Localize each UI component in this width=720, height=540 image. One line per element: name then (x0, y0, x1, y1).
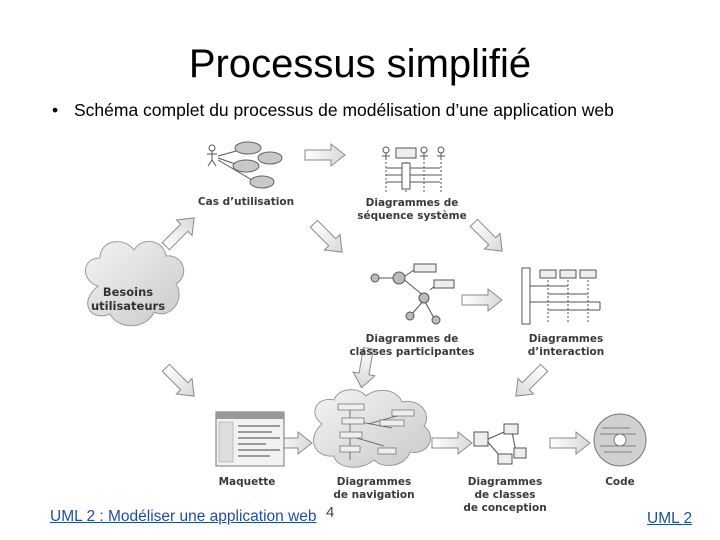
seq-label-1: Diagrammes de (366, 197, 459, 209)
interaction-label-1: Diagrammes (529, 333, 603, 345)
interaction-diagram: Diagrammes d’interaction (521, 267, 605, 358)
participating-classes-diagram: Diagrammes de classes participantes (349, 263, 475, 358)
bullet-text: Schéma complet du processus de modélisat… (74, 100, 614, 120)
besoins-label-1: Besoins (103, 285, 153, 299)
conception-label-1: Diagrammes (468, 476, 542, 488)
conception-label-3: de conception (463, 502, 546, 514)
design-classes-diagram: Diagrammes de classes de conception (463, 423, 547, 514)
arrow-navigation-to-conception (431, 431, 473, 455)
code-disc: Code (593, 413, 647, 488)
footer-link-right[interactable]: UML 2 (647, 510, 693, 527)
conception-label-2: de classes (474, 489, 535, 501)
navigation-label-1: Diagrammes (337, 476, 411, 488)
arrow-seq-to-classes (305, 215, 351, 261)
besoins-cloud: Besoins utilisateurs (85, 241, 185, 327)
besoins-label-2: utilisateurs (91, 299, 165, 313)
classes-part-label-2: classes participantes (349, 346, 474, 358)
maquette-label: Maquette (219, 476, 276, 488)
slide-title: Processus simplifié (188, 42, 532, 86)
cas-label: Cas d’utilisation (198, 196, 294, 208)
arrow-conception-to-code (549, 431, 591, 455)
footer-link-left[interactable]: UML 2 : Modéliser une application web (50, 508, 317, 525)
arrow-besoins-to-maquette (157, 359, 203, 405)
mockup-diagram: Maquette (215, 411, 285, 488)
bullet-item: • Schéma complet du processus de modélisa… (52, 100, 614, 121)
classes-part-label-1: Diagrammes de (366, 333, 459, 345)
arrow-classes-to-interaction (461, 288, 503, 312)
page-number: 4 (326, 504, 335, 521)
code-label: Code (605, 476, 635, 488)
bullet-dot: • (52, 100, 59, 120)
interaction-label-2: d’interaction (528, 346, 605, 358)
arrow-besoins-to-cas (157, 209, 203, 255)
navigation-diagram: Diagrammes de navigation (312, 389, 431, 501)
sequence-diagram: Diagrammes de séquence système (357, 146, 467, 222)
navigation-label-2: de navigation (333, 489, 414, 501)
use-case-diagram: Cas d’utilisation (198, 141, 294, 208)
arrow-seq-to-interaction (465, 214, 511, 260)
arrow-cas-to-seq (304, 143, 346, 167)
seq-label-2: séquence système (357, 210, 467, 222)
arrow-interaction-to-conception (507, 359, 553, 405)
